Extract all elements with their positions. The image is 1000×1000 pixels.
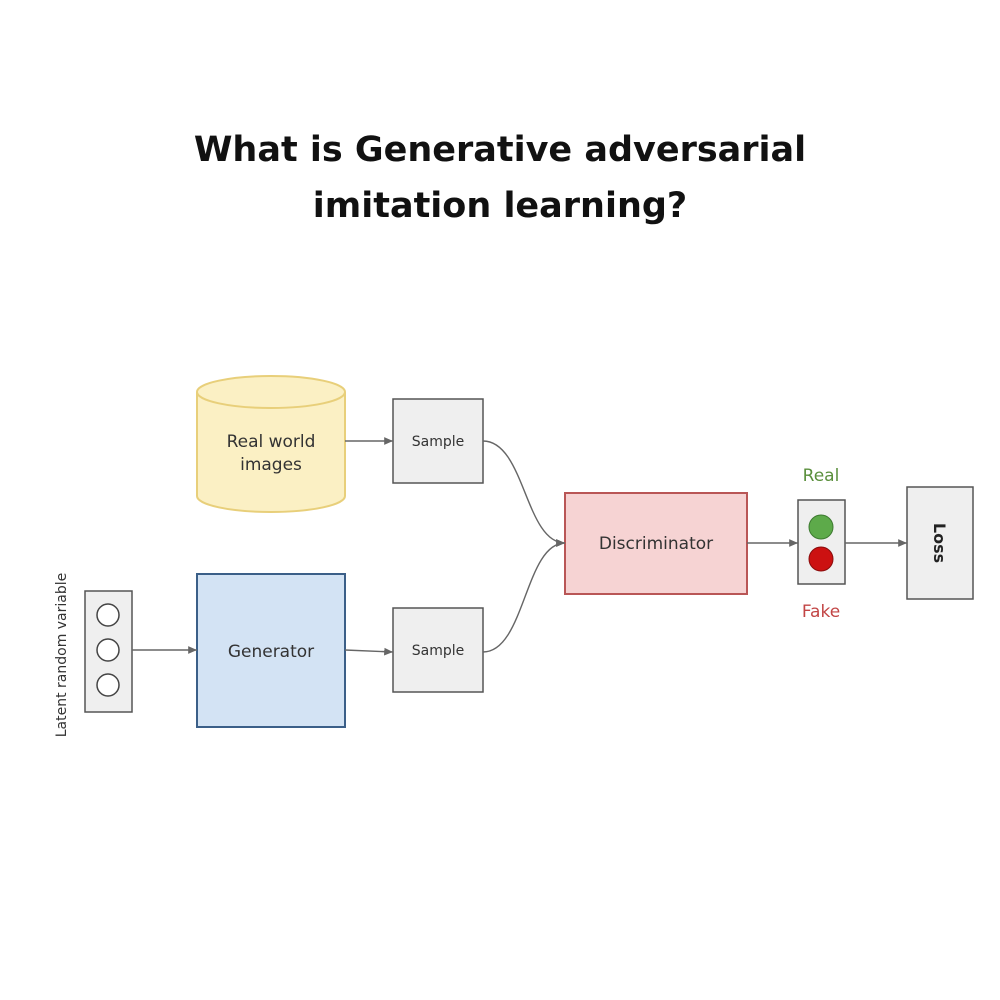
generator-rect [196, 573, 346, 728]
sample-top-label: Sample [412, 434, 465, 450]
database-body [196, 392, 346, 513]
discriminator-label: Discriminator [599, 534, 713, 554]
sample-box-bottom-rect [392, 607, 484, 693]
latent-node-2 [96, 638, 120, 662]
database-label-line-2: images [240, 455, 302, 475]
sample-box-top: Sample [392, 398, 484, 484]
discriminator-rect [564, 492, 748, 595]
arrow-generator-to-sample [344, 647, 394, 656]
page-title: What is Generative adversarial imitation… [0, 122, 1000, 234]
real-fake-indicator: Real Fake [797, 466, 846, 622]
generator-label: Generator [228, 642, 314, 662]
loss-rect [906, 486, 974, 600]
title-line-1: What is Generative adversarial [193, 130, 807, 170]
title-line-2: imitation learning? [312, 186, 688, 226]
latent-node-1 [96, 603, 120, 627]
fake-label: Fake [802, 602, 840, 622]
sample-box-bottom: Sample [392, 607, 484, 693]
latent-label: Latent random variable [54, 573, 70, 738]
fake-light-icon [808, 546, 834, 572]
real-light-icon [808, 514, 834, 540]
arrow-sample-bottom-to-discriminator [482, 539, 566, 653]
real-world-images-database: Real world images [196, 375, 346, 513]
database-label-line-1: Real world [227, 432, 316, 452]
sample-box-top-rect [392, 398, 484, 484]
loss-label: Loss [930, 523, 949, 563]
connectors [132, 437, 907, 656]
real-label: Real [803, 466, 840, 486]
sample-bottom-label: Sample [412, 643, 465, 659]
database-top [196, 375, 346, 409]
latent-node-3 [96, 673, 120, 697]
loss-box: Loss [906, 486, 974, 600]
latent-variable-box: Latent random variable [54, 573, 133, 738]
discriminator-box: Discriminator [564, 492, 748, 595]
generator-box: Generator [196, 573, 346, 728]
arrow-sample-top-to-discriminator [482, 440, 566, 547]
